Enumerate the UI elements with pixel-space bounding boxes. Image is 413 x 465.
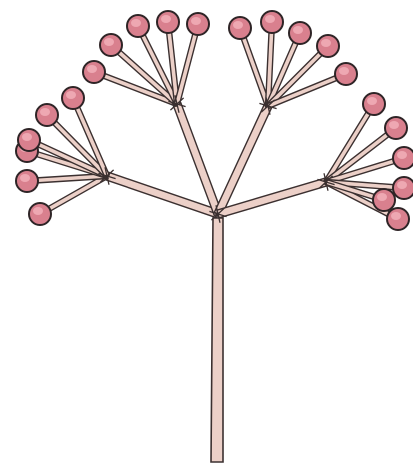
flower-left-4 [18, 129, 40, 151]
flower-upper-left-1 [83, 61, 105, 83]
flower-upper-right-4 [317, 35, 339, 57]
flower-right-1 [363, 93, 385, 115]
flower-left-5 [36, 104, 58, 126]
flower-upper-right-1 [229, 17, 251, 39]
flower-left-6 [62, 87, 84, 109]
flower-right-3 [393, 147, 413, 169]
main-stalk [211, 218, 223, 462]
flower-right-6 [373, 189, 395, 211]
flower-upper-left-2 [100, 34, 122, 56]
flower-upper-right-2 [261, 11, 283, 33]
flower-upper-right-5 [335, 63, 357, 85]
flower-left-2 [16, 170, 38, 192]
flower-left-1 [29, 203, 51, 225]
flower-right-5 [387, 208, 409, 230]
flower-right-2 [385, 117, 407, 139]
flower-upper-right-3 [289, 22, 311, 44]
flower-upper-left-5 [187, 13, 209, 35]
flower-right-4 [393, 177, 413, 199]
flower-upper-left-4 [157, 11, 179, 33]
flower-upper-left-3 [127, 15, 149, 37]
